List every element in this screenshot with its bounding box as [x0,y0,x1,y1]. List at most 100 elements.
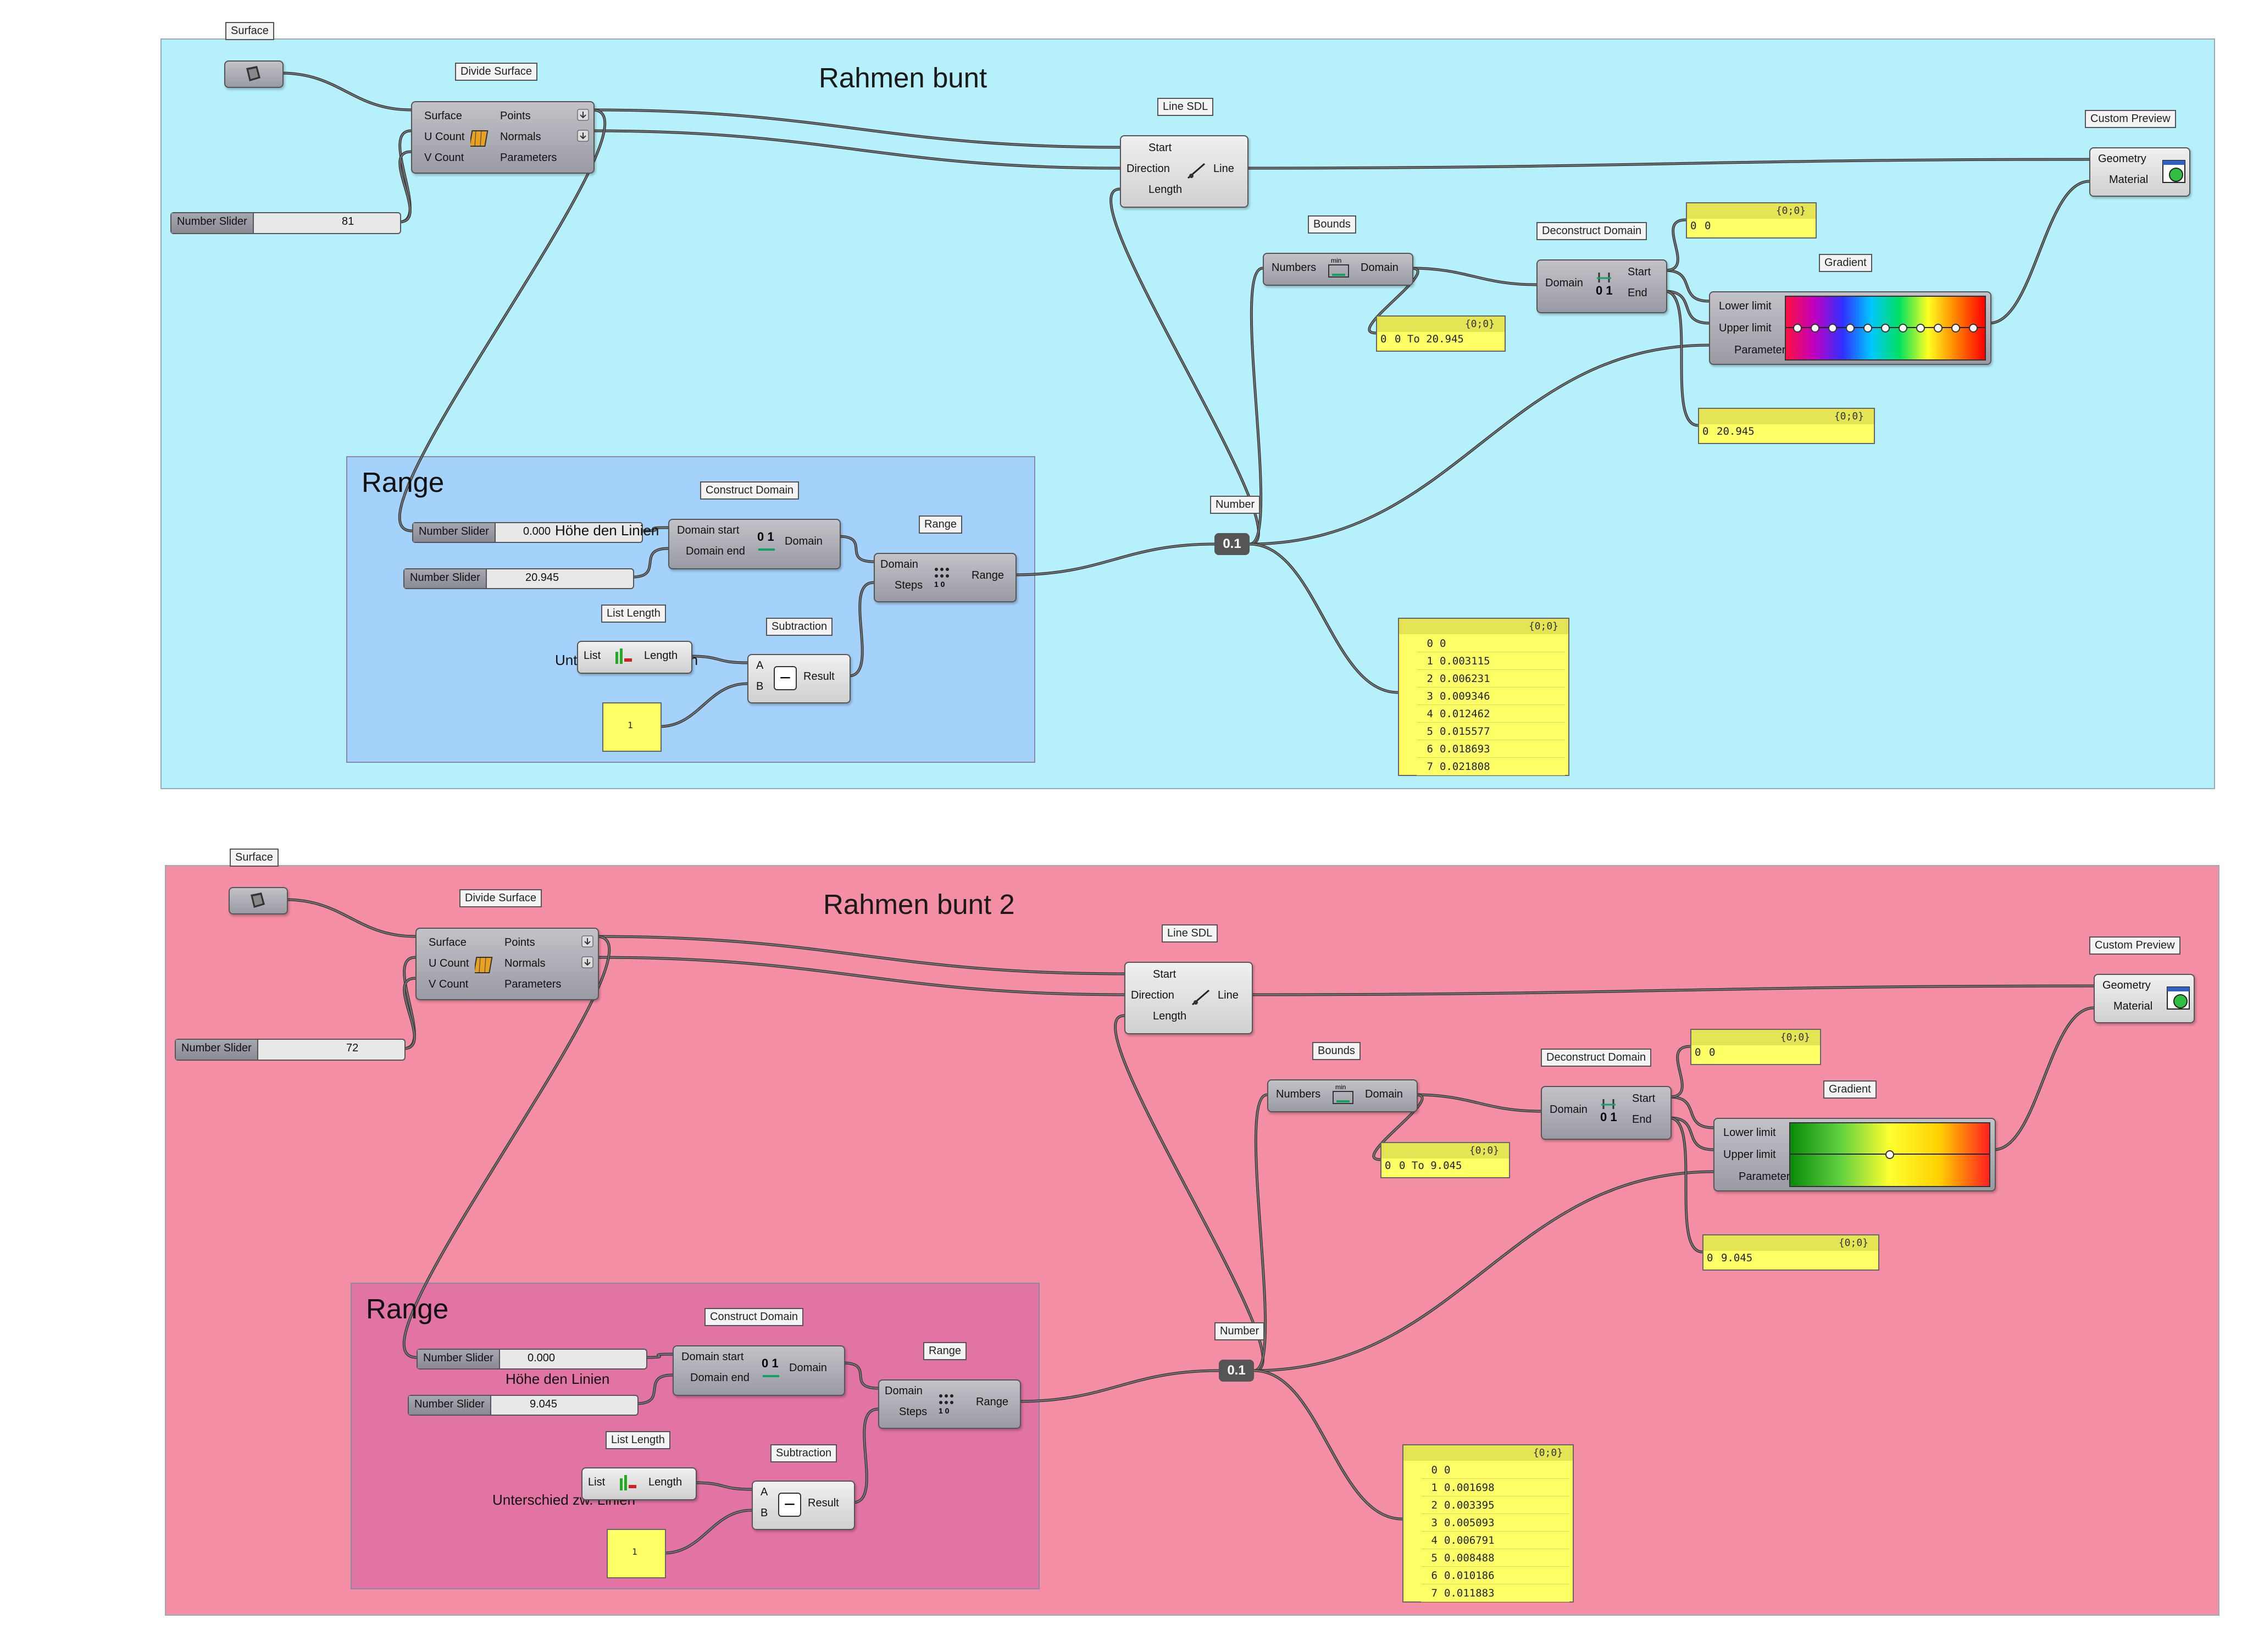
decon-output-start[interactable]: Start [1628,266,1651,278]
construct-input-0[interactable]: Domain start [681,1351,744,1363]
decon-input[interactable]: Domain [1550,1104,1588,1116]
divide-output-points[interactable]: Points [500,110,531,122]
decon-output-end[interactable]: End [1632,1113,1652,1126]
divide-output-parameters[interactable]: Parameters [500,152,557,164]
range-input-steps[interactable]: Steps [899,1406,928,1418]
range-output[interactable]: Range [976,1396,1008,1408]
divide-input-u-count[interactable]: U Count [429,957,469,969]
gradient-input-upper-limit[interactable]: Upper limit [1719,322,1772,334]
list-length-output[interactable]: Length [648,1476,682,1488]
line-sdl-input-direction[interactable]: Direction [1126,163,1170,175]
construct-input-1[interactable]: Domain end [690,1372,750,1384]
line-sdl-output[interactable]: Line [1218,989,1239,1001]
divide-output-parameters[interactable]: Parameters [504,978,562,990]
construct-input-1[interactable]: Domain end [686,545,745,557]
preview-input-geometry[interactable]: Geometry [2098,153,2146,165]
gradient-bar[interactable] [1785,296,1986,361]
subtraction-output[interactable]: Result [808,1497,839,1509]
list-length-input[interactable]: List [584,650,601,662]
decon-output-start[interactable]: Start [1632,1093,1656,1105]
preview-input-material[interactable]: Material [2113,1000,2153,1012]
bounds-output[interactable]: Domain [1361,262,1399,274]
gradient-grip[interactable] [1969,324,1978,332]
divide-input-surface[interactable]: Surface [424,110,462,122]
range-input-steps[interactable]: Steps [895,579,923,591]
gradient-grip[interactable] [1828,324,1837,332]
gradient-input-parameter[interactable]: Parameter [1739,1171,1790,1183]
gradient-grip[interactable] [1863,324,1872,332]
constant-one-panel[interactable]: 1 [607,1529,666,1578]
subtraction-output[interactable]: Result [803,670,835,683]
divide-input-v-count[interactable]: V Count [429,978,469,990]
range-output[interactable]: Range [972,569,1004,581]
bounds-input[interactable]: Numbers [1272,262,1317,274]
subtraction-input-b[interactable]: B [761,1507,768,1519]
divide-output-points[interactable]: Points [504,936,535,949]
list-length-input[interactable]: List [588,1476,606,1488]
gradient-grip[interactable] [1793,324,1802,332]
preview-input-geometry[interactable]: Geometry [2102,979,2151,991]
decon-input[interactable]: Domain [1545,277,1583,289]
range-input-domain[interactable]: Domain [880,558,918,570]
gradient-grip[interactable] [1934,324,1943,332]
line-sdl-input-start[interactable]: Start [1153,968,1177,980]
number-param[interactable]: 0.1 [1214,533,1250,555]
construct-output[interactable]: Domain [785,535,823,547]
subtraction-input-a[interactable]: A [761,1486,768,1498]
preview-input-material[interactable]: Material [2109,174,2149,186]
gradient-grip[interactable] [1899,324,1907,332]
range-input-domain[interactable]: Domain [885,1385,923,1397]
bounds-input[interactable]: Numbers [1276,1088,1321,1100]
constant-one-panel[interactable]: 1 [602,702,662,752]
decon-output-end[interactable]: End [1628,287,1647,299]
gradient-grip[interactable] [1916,324,1925,332]
gradient-grip[interactable] [1881,324,1890,332]
divide-output-normals[interactable]: Normals [504,957,546,969]
subtraction-input-b[interactable]: B [756,680,764,692]
subtraction-input-a[interactable]: A [756,659,764,672]
gradient-grip[interactable] [1885,1150,1894,1159]
number-param[interactable]: 0.1 [1219,1360,1254,1382]
gradient-input-lower-limit[interactable]: Lower limit [1719,300,1772,312]
line-sdl-input-length[interactable]: Length [1153,1010,1187,1022]
line-sdl-input-length[interactable]: Length [1148,184,1183,196]
divide-output-normals[interactable]: Normals [500,131,541,143]
divide-input-surface[interactable]: Surface [429,936,467,949]
gradient-grip[interactable] [1951,324,1960,332]
divide-input-v-count[interactable]: V Count [424,152,464,164]
gradient-grip[interactable] [1811,324,1819,332]
gradient-grip[interactable] [1846,324,1855,332]
bounds-output[interactable]: Domain [1365,1088,1403,1100]
